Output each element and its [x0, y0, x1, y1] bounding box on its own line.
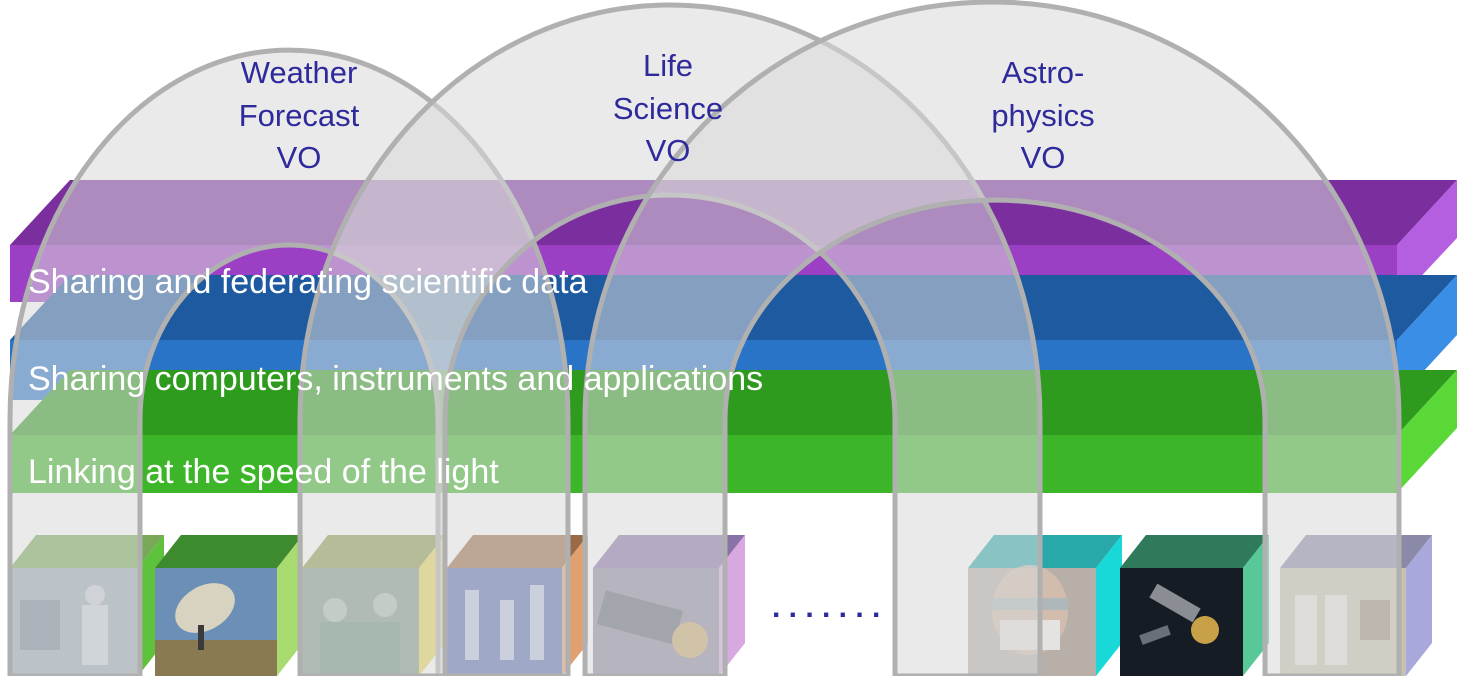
radio-telescope-photo-detail — [155, 583, 277, 676]
vo-astrophysics-label: Astro- physics VO — [991, 55, 1094, 175]
vo-life-science-line-1: Life — [643, 48, 693, 83]
more-resources-ellipsis: . . . . . . . — [772, 591, 880, 624]
satellite-photo-detail — [1139, 583, 1219, 645]
resource-radio-telescope — [155, 535, 303, 676]
resource-server-room-side — [1406, 535, 1432, 676]
resource-radio-telescope-top — [155, 535, 303, 568]
vo-life-science-line-3: VO — [646, 133, 691, 168]
satellite-photo — [1120, 568, 1243, 676]
vo-weather-forecast-line-2: Forecast — [239, 98, 360, 133]
arch-astrophysics — [582, 0, 1402, 679]
resource-radio-telescope-side — [277, 535, 303, 676]
layer-compute-side — [1397, 275, 1457, 400]
layer-data-side — [1397, 180, 1457, 302]
vo-astrophysics-line-1: Astro- — [1002, 55, 1085, 90]
vo-life-science-line-2: Science — [613, 91, 723, 126]
resource-researcher-side — [1096, 535, 1122, 676]
vo-weather-forecast-line-3: VO — [277, 140, 322, 175]
resource-satellite — [1120, 535, 1269, 676]
layer-network-label: Linking at the speed of the light — [28, 453, 499, 491]
vo-astrophysics-line-2: physics — [991, 98, 1094, 133]
layer-data-label: Sharing and federating scientific data — [28, 263, 588, 301]
vo-weather-forecast-label: Weather Forecast VO — [239, 55, 360, 175]
vo-astrophysics-line-3: VO — [1021, 140, 1066, 175]
vo-arches — [7, 0, 1402, 679]
resource-satellite-top — [1120, 535, 1269, 568]
vo-life-science-label: Life Science VO — [613, 48, 723, 168]
layer-network-side — [1397, 370, 1457, 493]
vo-weather-forecast-line-1: Weather — [241, 55, 358, 90]
layer-compute-label: Sharing computers, instruments and appli… — [28, 360, 763, 398]
